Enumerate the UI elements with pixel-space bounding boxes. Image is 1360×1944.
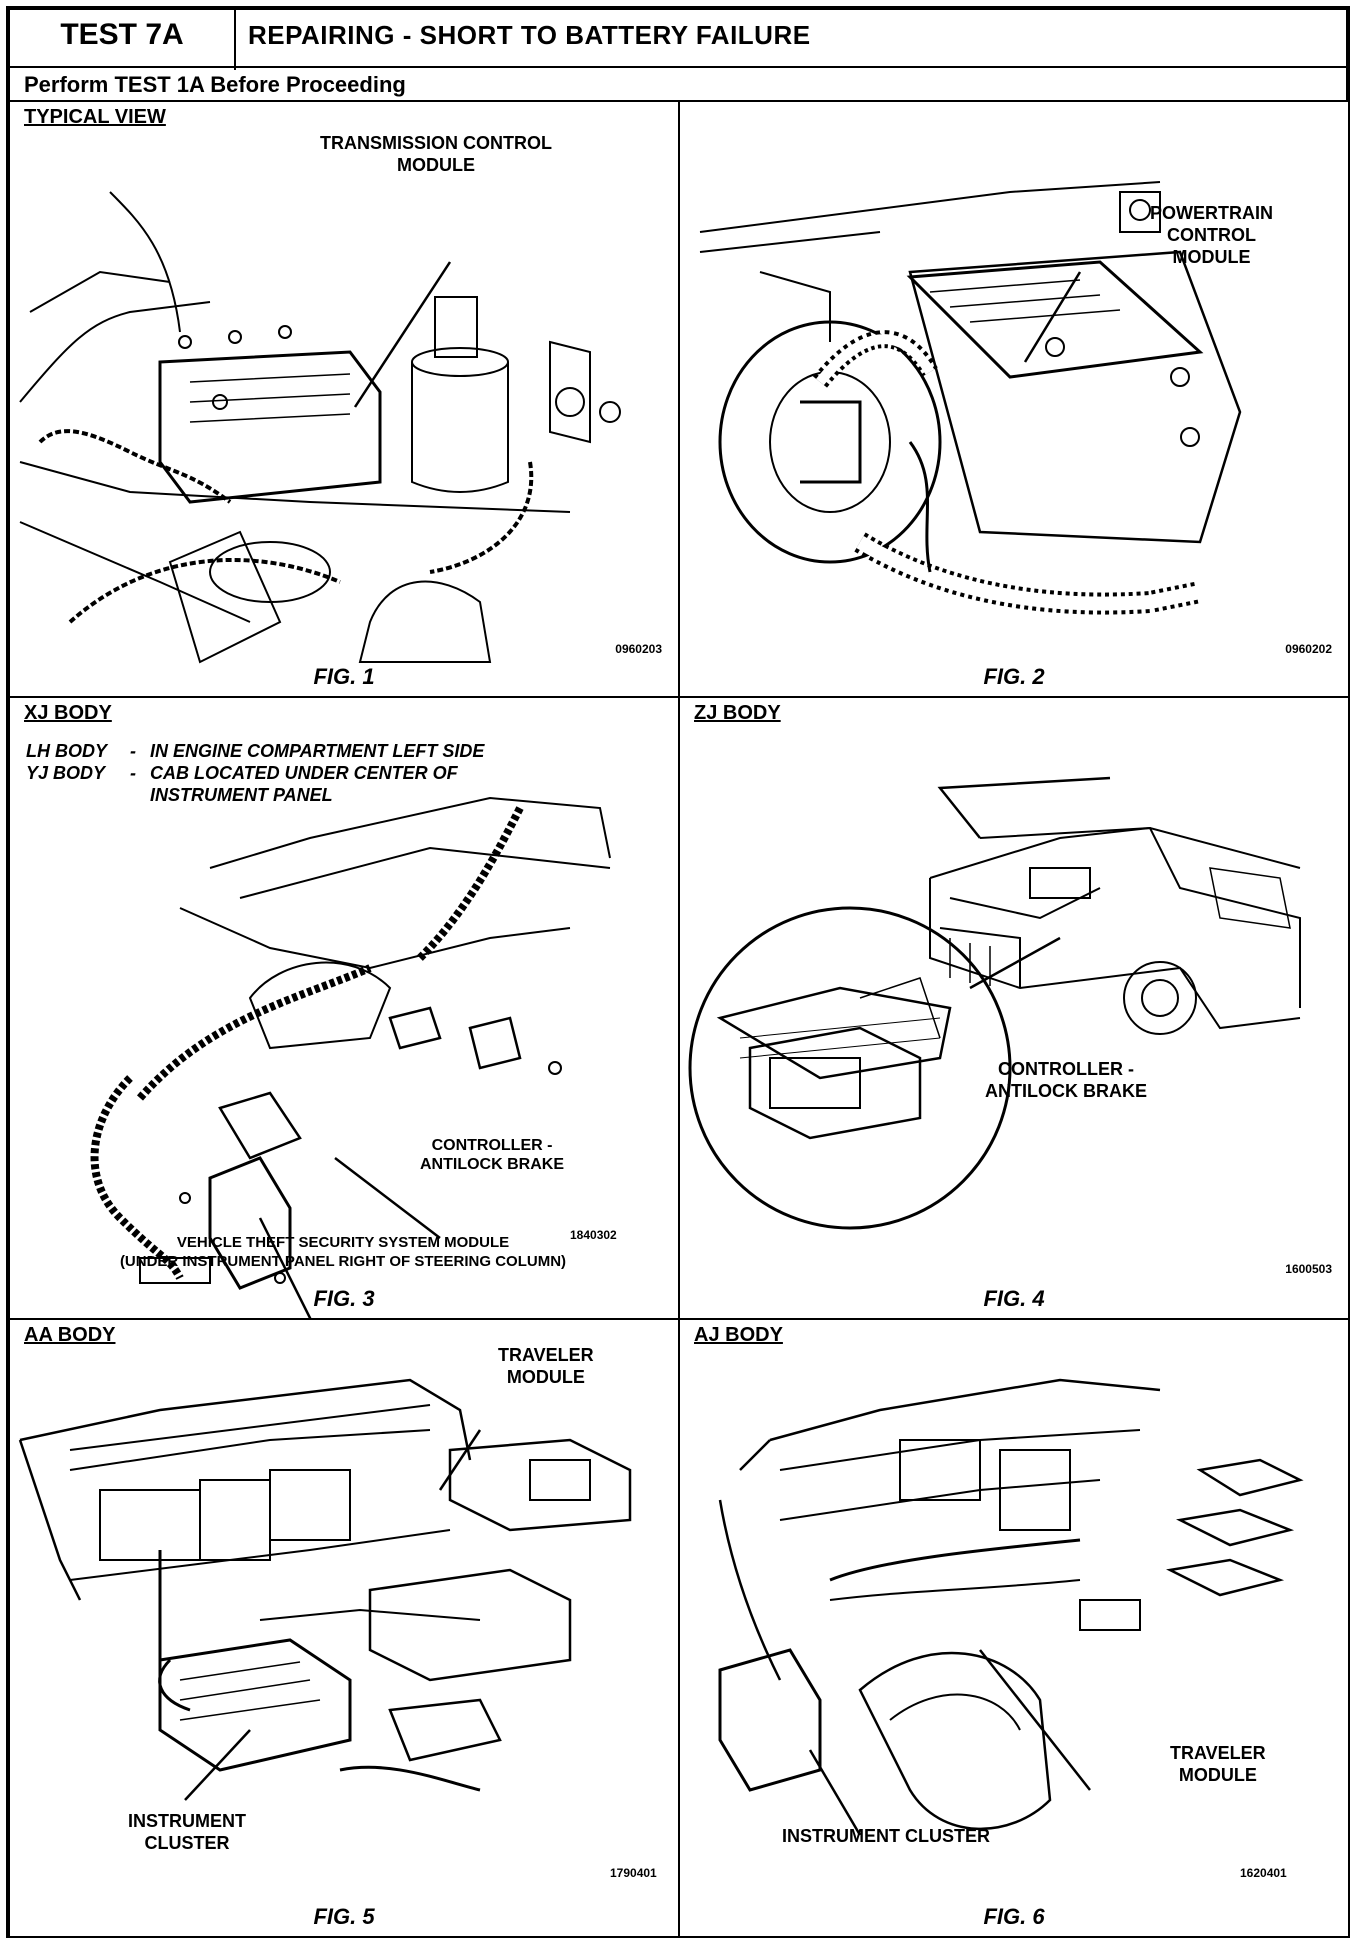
- zj-vehicle-illustration: [688, 776, 1301, 1230]
- panel-fig2: POWERTRAIN CONTROL MODULE 0960202 FIG. 2: [678, 100, 1350, 698]
- panel1-figure-label: FIG. 1: [313, 664, 375, 689]
- header-bar: TEST 7A REPAIRING - SHORT TO BATTERY FAI…: [8, 8, 1348, 70]
- pcm-label: POWERTRAIN CONTROL MODULE: [1150, 203, 1273, 267]
- abs-controller-label: CONTROLLER -ANTILOCK BRAKE: [985, 1059, 1147, 1101]
- abs-controller-label: CONTROLLER -ANTILOCK BRAKE: [420, 1137, 564, 1173]
- panel6-heading: AJ BODY: [694, 1324, 783, 1346]
- panel6-figure-label: FIG. 6: [983, 1904, 1045, 1929]
- panel3-figure-label: FIG. 3: [313, 1286, 375, 1311]
- panel1-heading: TYPICAL VIEW: [24, 106, 166, 128]
- panel5-heading: AA BODY: [24, 1324, 116, 1346]
- yj-body-note: YJ BODY-CAB LOCATED UNDER CENTER OF: [26, 763, 458, 783]
- panel-fig3: XJ BODY LH BODY-IN ENGINE COMPARTMENT LE…: [8, 696, 680, 1320]
- panel2-code: 0960202: [1285, 642, 1332, 656]
- test-label: TEST 7A: [60, 18, 184, 51]
- panel2-figure-label: FIG. 2: [983, 664, 1045, 689]
- panel3-heading: XJ BODY: [24, 702, 112, 724]
- panel4-heading: ZJ BODY: [694, 702, 781, 724]
- aj-dash-illustration: [718, 1378, 1304, 1836]
- pcm-illustration: [699, 181, 1242, 615]
- panel-fig4: ZJ BODY CONTROLLER -ANTILOCK BRAKE 16005…: [678, 696, 1350, 1320]
- panel5-code: 1790401: [610, 1866, 657, 1880]
- test-id-box: TEST 7A: [10, 10, 236, 70]
- vtss-label: VEHICLE THEFT SECURITY SYSTEM MODULE(UND…: [119, 1234, 567, 1270]
- yj-body-note-cont: INSTRUMENT PANEL: [150, 785, 333, 805]
- subtitle-bar: Perform TEST 1A Before Proceeding: [8, 66, 1348, 102]
- panel4-code: 1600503: [1285, 1262, 1332, 1276]
- instrument-cluster-label: INSTRUMENT CLUSTER: [782, 1826, 990, 1846]
- tcm-illustration: [19, 191, 621, 664]
- panel1-code: 0960203: [615, 642, 662, 656]
- xj-dash-illustration: [90, 796, 611, 1318]
- page-subtitle: Perform TEST 1A Before Proceeding: [24, 72, 406, 97]
- panel4-figure-label: FIG. 4: [983, 1286, 1045, 1311]
- panel5-figure-label: FIG. 5: [313, 1904, 375, 1929]
- panel3-code: 1840302: [570, 1228, 617, 1242]
- page-title: REPAIRING - SHORT TO BATTERY FAILURE: [248, 20, 811, 50]
- aa-dash-illustration: [18, 1378, 632, 1801]
- lh-body-note: LH BODY-IN ENGINE COMPARTMENT LEFT SIDE: [26, 741, 485, 761]
- panel6-code: 1620401: [1240, 1866, 1287, 1880]
